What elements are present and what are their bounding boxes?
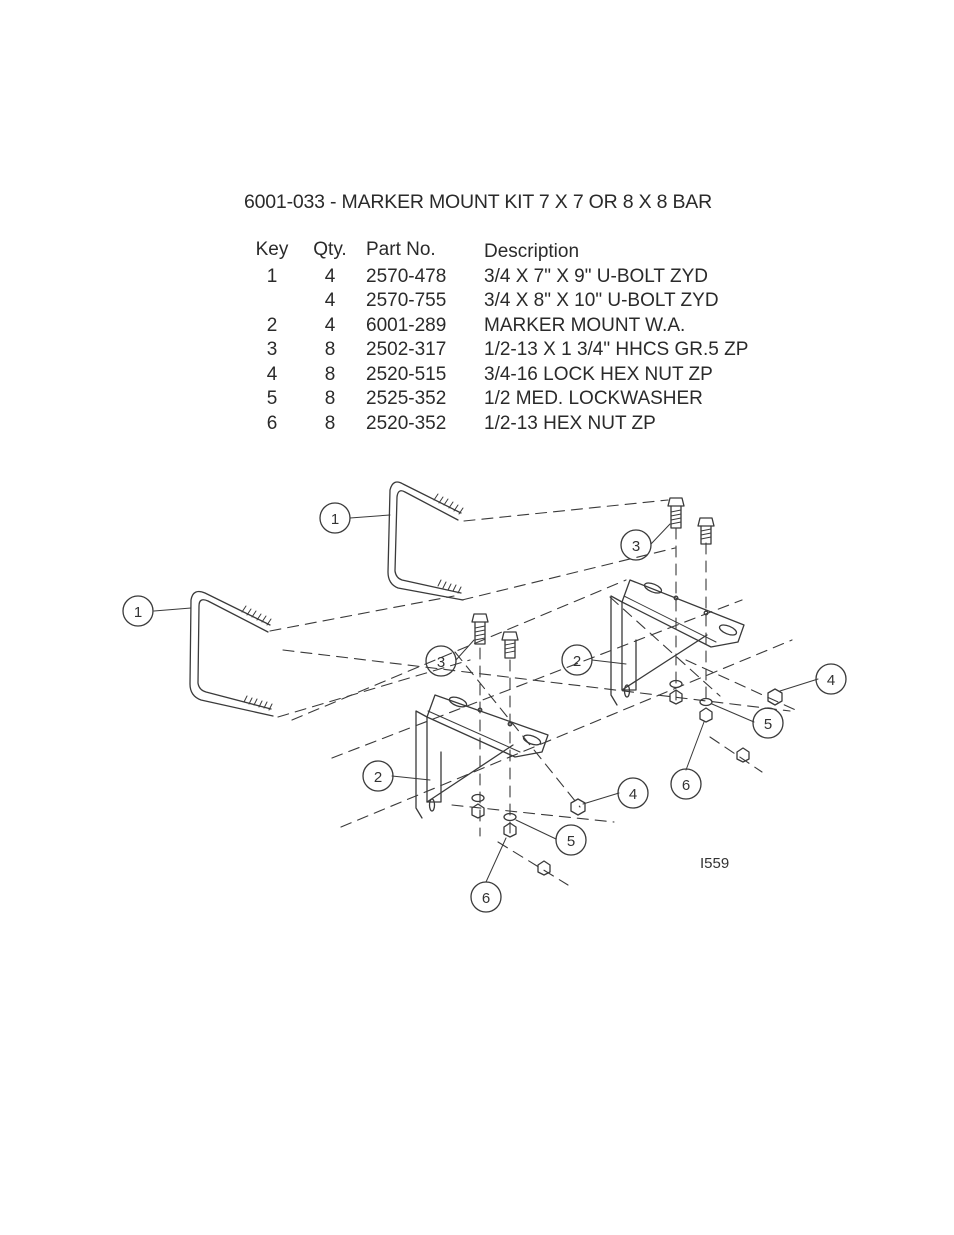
cell-description: 3/4 X 8" X 10" U-BOLT ZYD (484, 290, 719, 312)
hex-nuts (471, 689, 750, 876)
u-bolt-lower (189, 590, 274, 717)
hex-cap-screws (471, 497, 715, 659)
cell-key: 6 (266, 412, 278, 434)
callout-balloon: 5 (555, 824, 587, 856)
callout-balloon: 1 (319, 502, 351, 534)
kit-title: 6001-033 - MARKER MOUNT KIT 7 X 7 OR 8 X… (244, 191, 712, 213)
cell-key: 1 (266, 265, 278, 287)
cell-qty: 4 (324, 265, 336, 287)
callout-number: 4 (827, 672, 835, 689)
table-row: 4 2570-755 3/4 X 8" X 10" U-BOLT ZYD (248, 289, 748, 314)
table-row: 3 8 2502-317 1/2-13 X 1 3/4" HHCS GR.5 Z… (248, 338, 749, 363)
cell-part-no: 6001-289 (366, 314, 447, 336)
callout-number: 3 (632, 538, 640, 555)
callout-number: 3 (437, 654, 445, 671)
cell-qty: 8 (324, 363, 336, 385)
header-description: Description (484, 241, 580, 263)
cell-key: 4 (266, 363, 278, 385)
callout-balloon: 4 (815, 663, 847, 695)
callout-balloon: 3 (425, 645, 457, 677)
callout-number: 5 (567, 833, 575, 850)
callout-balloon: 2 (362, 760, 394, 792)
cell-part-no: 2520-515 (366, 363, 447, 385)
cell-description: 1/2-13 X 1 3/4" HHCS GR.5 ZP (484, 339, 749, 361)
cell-description: MARKER MOUNT W.A. (484, 314, 686, 336)
assembly-center-lines (269, 499, 801, 886)
parts-table: Key Qty. Part No. Description 1 4 2570-4… (248, 236, 749, 437)
callout-balloon: 3 (620, 529, 652, 561)
cell-description: 1/2 MED. LOCKWASHER (484, 388, 703, 410)
cell-description: 3/4-16 LOCK HEX NUT ZP (484, 363, 713, 385)
cell-qty: 4 (324, 290, 336, 312)
callout-number: 4 (629, 786, 637, 803)
header-part-no: Part No. (366, 239, 436, 261)
table-header-row: Key Qty. Part No. Description (248, 236, 748, 265)
callout-balloon: 6 (470, 881, 502, 913)
marker-mount-lower (415, 694, 549, 819)
callout-number: 2 (374, 769, 382, 786)
cell-description: 1/2-13 HEX NUT ZP (484, 412, 656, 434)
callout-number: 1 (134, 604, 142, 621)
cell-part-no: 2570-755 (366, 290, 447, 312)
table-row: 6 8 2520-352 1/2-13 HEX NUT ZP (248, 412, 748, 437)
u-bolt-upper (387, 481, 464, 601)
cell-part-no: 2570-478 (366, 265, 447, 287)
cell-qty: 8 (324, 339, 336, 361)
callout-number: 6 (682, 777, 690, 794)
callout-number: 5 (764, 716, 772, 733)
lockwashers (471, 679, 713, 822)
callout-balloon: 1 (122, 595, 154, 627)
header-key: Key (255, 239, 289, 261)
callout-balloon: 4 (617, 777, 649, 809)
cell-key: 5 (266, 388, 278, 410)
table-row: 2 4 6001-289 MARKER MOUNT W.A. (248, 314, 748, 339)
cell-part-no: 2525-352 (366, 388, 447, 410)
table-row: 1 4 2570-478 3/4 X 7" X 9" U-BOLT ZYD (248, 265, 748, 290)
lock-hex-nuts (570, 688, 783, 816)
callout-number: 6 (482, 890, 490, 907)
cell-part-no: 2520-352 (366, 412, 447, 434)
marker-mount-upper (610, 579, 745, 706)
cell-qty: 4 (324, 314, 336, 336)
table-row: 5 8 2525-352 1/2 MED. LOCKWASHER (248, 387, 748, 412)
cell-part-no: 2502-317 (366, 339, 447, 361)
callout-balloon: 6 (670, 768, 702, 800)
callout-balloon: 2 (561, 644, 593, 676)
callout-balloon: 5 (752, 707, 784, 739)
drawing-number: I559 (700, 855, 729, 872)
cell-key: 3 (266, 339, 278, 361)
callout-balloons: 1 1 2 2 3 3 4 4 (122, 502, 847, 913)
table-row: 4 8 2520-515 3/4-16 LOCK HEX NUT ZP (248, 363, 748, 388)
cell-key: 2 (266, 314, 278, 336)
cell-description: 3/4 X 7" X 9" U-BOLT ZYD (484, 265, 708, 287)
header-qty: Qty. (313, 239, 347, 261)
cell-qty: 8 (324, 412, 336, 434)
callout-number: 1 (331, 511, 339, 528)
callout-number: 2 (573, 653, 581, 670)
cell-qty: 8 (324, 388, 336, 410)
leader-lines (153, 514, 819, 883)
